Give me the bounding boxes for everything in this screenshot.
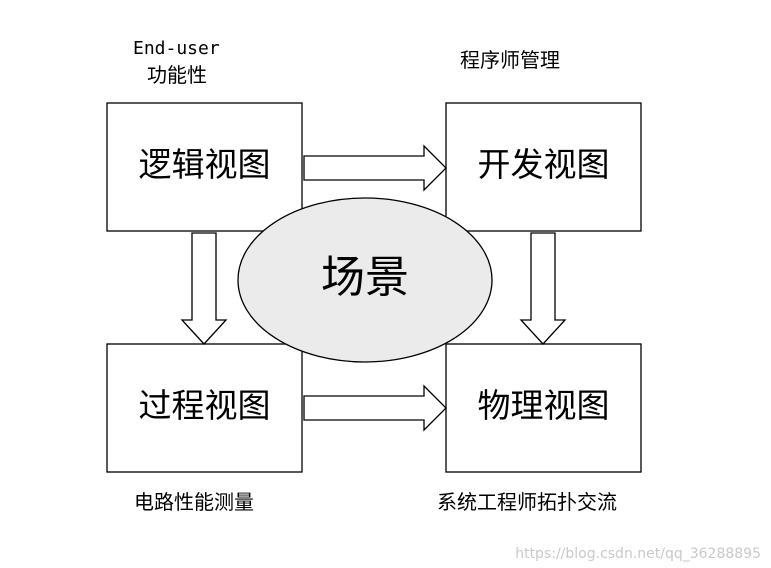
arrow-development-to-physical bbox=[519, 232, 567, 345]
arrow-logical-to-development bbox=[303, 144, 447, 192]
watermark: https://blog.csdn.net/qq_36288895 bbox=[515, 546, 761, 562]
process-view-label: 过程视图 bbox=[138, 386, 271, 425]
logical-view-label: 逻辑视图 bbox=[138, 145, 271, 184]
arrow-process-to-physical bbox=[303, 384, 447, 432]
scenario-label: 场景 bbox=[321, 252, 409, 303]
scenario-ellipse bbox=[237, 197, 493, 363]
development-view-label: 开发视图 bbox=[477, 145, 610, 184]
annotation-programmer-management: 程序师管理 bbox=[460, 48, 560, 72]
box-logical-view bbox=[106, 102, 303, 232]
box-development-view bbox=[445, 102, 642, 232]
annotation-end-user: End-user bbox=[133, 38, 220, 59]
annotation-functionality: 功能性 bbox=[147, 63, 207, 87]
box-physical-view bbox=[445, 343, 642, 473]
physical-view-label: 物理视图 bbox=[477, 386, 610, 425]
annotation-circuit-performance: 电路性能测量 bbox=[134, 490, 254, 514]
annotation-system-engineer: 系统工程师拓扑交流 bbox=[437, 490, 617, 514]
arrow-logical-to-process bbox=[180, 232, 228, 345]
